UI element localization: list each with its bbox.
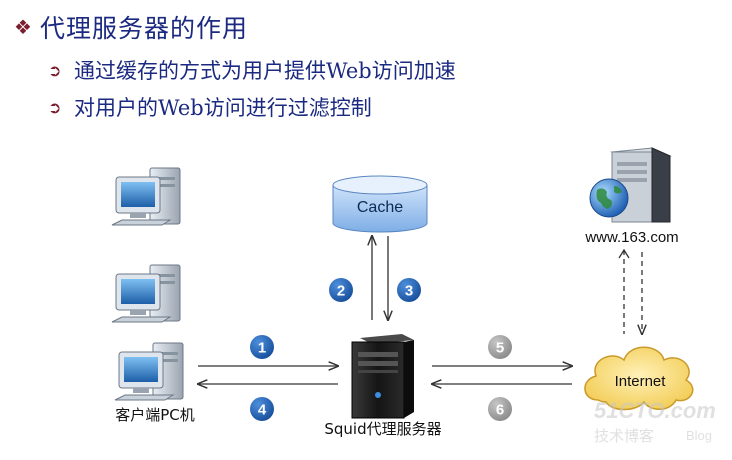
server-label: www.163.com — [584, 229, 678, 246]
internet-cloud-icon — [584, 346, 694, 411]
cache-label: Cache — [357, 199, 403, 216]
bullet-text: 对用户的Web访问进行过滤控制 — [74, 96, 372, 120]
diamond-bullet-icon: ❖ — [14, 15, 32, 39]
watermark-tag: Blog — [686, 428, 712, 443]
watermark-logo: 51CTO.com 技术博客 Blog — [594, 398, 716, 445]
step-label-5: 5 — [496, 340, 504, 357]
step-badge-6: 6 — [488, 397, 512, 421]
pc-client-icon — [111, 264, 181, 323]
web-server-icon — [589, 147, 672, 223]
watermark-sub: 技术博客 — [594, 427, 654, 445]
step-label-6: 6 — [496, 402, 504, 419]
step-badge-2: 2 — [329, 278, 353, 302]
dashed-link-up-head — [618, 248, 630, 259]
pc-client-icon — [111, 167, 181, 226]
step-label-1: 1 — [258, 340, 266, 357]
client-label: 客户端PC机 — [115, 406, 195, 424]
cache-cylinder-icon — [332, 175, 428, 233]
step-label-3: 3 — [405, 283, 413, 300]
step-label-4: 4 — [258, 402, 267, 419]
watermark-main: 51CTO.com — [594, 398, 716, 423]
title-text: 代理服务器的作用 — [40, 14, 249, 43]
step-badge-3: 3 — [397, 278, 421, 302]
proxy-label: Squid代理服务器 — [324, 420, 441, 438]
slide-title: ❖ 代理服务器的作用 — [14, 10, 248, 44]
step-label-2: 2 — [337, 283, 345, 300]
step-badge-5: 5 — [488, 335, 512, 359]
step-badge-1: 1 — [250, 335, 274, 359]
pc-client-icon — [114, 342, 184, 401]
proxy-server-icon — [351, 334, 414, 419]
bullet-item: ➲ 通过缓存的方式为用户提供Web访问加速 — [48, 55, 456, 85]
bullet-text: 通过缓存的方式为用户提供Web访问加速 — [74, 59, 456, 83]
internet-label: Internet — [615, 373, 667, 390]
arrow-bullet-icon: ➲ — [48, 60, 62, 80]
arrow-bullet-icon: ➲ — [48, 97, 62, 117]
step-badge-4: 4 — [250, 397, 274, 421]
bullet-item: ➲ 对用户的Web访问进行过滤控制 — [48, 92, 372, 122]
